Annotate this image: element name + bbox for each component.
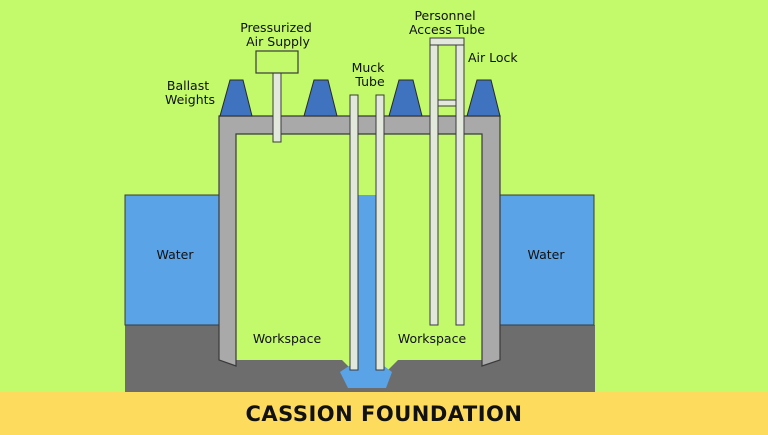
muck-tube-right-wall <box>375 94 385 371</box>
air-supply-pipe <box>272 72 282 143</box>
label-muck-tube: Muck Tube <box>352 60 389 89</box>
access-tube-left-wall <box>429 44 439 326</box>
air-supply-box <box>255 50 299 74</box>
label-water-right: Water <box>528 247 566 262</box>
label-personnel-access-tube: Personnel Access Tube <box>409 8 485 37</box>
label-workspace-left: Workspace <box>253 331 322 346</box>
muck-pit-water <box>340 195 392 388</box>
label-workspace-right: Workspace <box>398 331 467 346</box>
label-ballast-weights: Ballast Weights <box>165 78 215 107</box>
muck-tube-left-wall <box>349 94 359 371</box>
ballast-weight-4 <box>466 79 501 117</box>
label-water-left: Water <box>157 247 195 262</box>
ballast-weight-2 <box>303 79 338 117</box>
access-tube-right-wall <box>455 44 465 326</box>
label-pressurized-air-supply: Pressurized Air Supply <box>240 20 316 49</box>
water-right <box>497 194 595 326</box>
banner-title: CASSION FOUNDATION <box>245 401 523 426</box>
caisson-diagram: Pressurized Air Supply Personnel Access … <box>124 8 595 392</box>
air-lock-door <box>437 99 457 107</box>
access-tube-cap <box>429 37 465 46</box>
title-banner: CASSION FOUNDATION <box>0 392 768 435</box>
caisson-wall <box>218 115 501 367</box>
water-left <box>124 194 222 326</box>
label-air-lock: Air Lock <box>468 50 518 65</box>
ballast-weight-3 <box>388 79 423 117</box>
ballast-weight-1 <box>219 79 253 117</box>
